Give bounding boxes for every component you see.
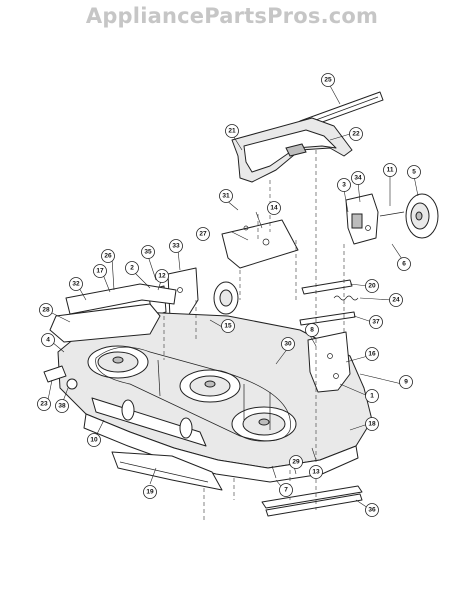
svg-text:5: 5 xyxy=(412,169,416,176)
callout-7[interactable]: 7 xyxy=(279,483,293,497)
bracket-part-34 xyxy=(345,193,379,245)
callout-17[interactable]: 17 xyxy=(93,264,107,278)
callout-4[interactable]: 4 xyxy=(41,333,55,347)
svg-text:13: 13 xyxy=(312,469,320,476)
callout-16[interactable]: 16 xyxy=(365,347,379,361)
callout-3[interactable]: 3 xyxy=(337,178,351,192)
svg-text:12: 12 xyxy=(158,273,166,280)
watermark-text: AppliancePartsPros.com xyxy=(85,4,379,28)
svg-text:24: 24 xyxy=(392,297,400,304)
callout-34[interactable]: 34 xyxy=(351,171,365,185)
svg-text:16: 16 xyxy=(368,351,376,358)
callout-38[interactable]: 38 xyxy=(55,399,69,413)
callout-37[interactable]: 37 xyxy=(369,315,383,329)
callout-30[interactable]: 30 xyxy=(281,337,295,351)
callout-25[interactable]: 25 xyxy=(321,73,335,87)
belt-cover xyxy=(231,117,353,183)
svg-text:1: 1 xyxy=(370,393,374,400)
plate-part-27 xyxy=(221,219,299,269)
idler-wheel xyxy=(213,281,239,315)
svg-text:28: 28 xyxy=(42,307,50,314)
svg-text:27: 27 xyxy=(199,231,207,238)
rods-and-spring xyxy=(299,279,359,326)
callout-11[interactable]: 11 xyxy=(383,163,397,177)
svg-text:3: 3 xyxy=(342,182,346,189)
callout-1[interactable]: 1 xyxy=(365,389,379,403)
svg-text:37: 37 xyxy=(372,319,380,326)
callout-29[interactable]: 29 xyxy=(289,455,303,469)
callout-35[interactable]: 35 xyxy=(141,245,155,259)
svg-text:38: 38 xyxy=(58,403,66,410)
svg-text:15: 15 xyxy=(224,323,232,330)
svg-text:20: 20 xyxy=(368,283,376,290)
svg-text:31: 31 xyxy=(222,193,230,200)
svg-text:22: 22 xyxy=(352,131,360,138)
svg-text:8: 8 xyxy=(310,327,314,334)
svg-text:21: 21 xyxy=(228,128,236,135)
svg-text:6: 6 xyxy=(402,261,406,268)
svg-text:9: 9 xyxy=(404,379,408,386)
callout-20[interactable]: 20 xyxy=(365,279,379,293)
svg-text:7: 7 xyxy=(284,487,288,494)
svg-text:2: 2 xyxy=(130,265,134,272)
baffle-part-19 xyxy=(111,451,223,491)
callout-23[interactable]: 23 xyxy=(37,397,51,411)
mower-deck xyxy=(49,283,373,483)
callout-36[interactable]: 36 xyxy=(365,503,379,517)
callout-10[interactable]: 10 xyxy=(87,433,101,447)
callout-24[interactable]: 24 xyxy=(389,293,403,307)
callout-8[interactable]: 8 xyxy=(305,323,319,337)
svg-text:19: 19 xyxy=(146,489,154,496)
callout-13[interactable]: 13 xyxy=(309,465,323,479)
callout-33[interactable]: 33 xyxy=(169,239,183,253)
callout-18[interactable]: 18 xyxy=(365,417,379,431)
callout-28[interactable]: 28 xyxy=(39,303,53,317)
left-hardware xyxy=(43,365,78,390)
callout-12[interactable]: 12 xyxy=(155,269,169,283)
svg-text:34: 34 xyxy=(354,175,362,182)
svg-text:18: 18 xyxy=(368,421,376,428)
callout-9[interactable]: 9 xyxy=(399,375,413,389)
callout-14[interactable]: 14 xyxy=(267,201,281,215)
svg-text:26: 26 xyxy=(104,253,112,260)
leader-lines xyxy=(47,81,419,509)
callout-32[interactable]: 32 xyxy=(69,277,83,291)
svg-text:11: 11 xyxy=(387,167,394,174)
callout-21[interactable]: 21 xyxy=(225,124,239,138)
svg-text:33: 33 xyxy=(172,243,180,250)
svg-text:32: 32 xyxy=(72,281,80,288)
svg-text:14: 14 xyxy=(270,205,278,212)
callout-2[interactable]: 2 xyxy=(125,261,139,275)
svg-text:35: 35 xyxy=(144,249,152,256)
svg-text:25: 25 xyxy=(324,77,332,84)
callout-6[interactable]: 6 xyxy=(397,257,411,271)
bar-part-36 xyxy=(261,485,363,517)
callout-26[interactable]: 26 xyxy=(101,249,115,263)
callout-22[interactable]: 22 xyxy=(349,127,363,141)
wheel-part-5 xyxy=(379,193,439,239)
svg-text:17: 17 xyxy=(96,268,104,275)
svg-text:4: 4 xyxy=(46,337,50,344)
svg-text:10: 10 xyxy=(90,437,98,444)
svg-text:29: 29 xyxy=(292,459,300,466)
bracket-part-33 xyxy=(167,267,199,319)
svg-text:23: 23 xyxy=(40,401,48,408)
callout-31[interactable]: 31 xyxy=(219,189,233,203)
svg-text:30: 30 xyxy=(284,341,292,348)
svg-text:36: 36 xyxy=(368,507,376,514)
bracket-part-16 xyxy=(307,331,351,393)
callout-5[interactable]: 5 xyxy=(407,165,421,179)
callout-15[interactable]: 15 xyxy=(221,319,235,333)
callout-27[interactable]: 27 xyxy=(196,227,210,241)
callout-19[interactable]: 19 xyxy=(143,485,157,499)
